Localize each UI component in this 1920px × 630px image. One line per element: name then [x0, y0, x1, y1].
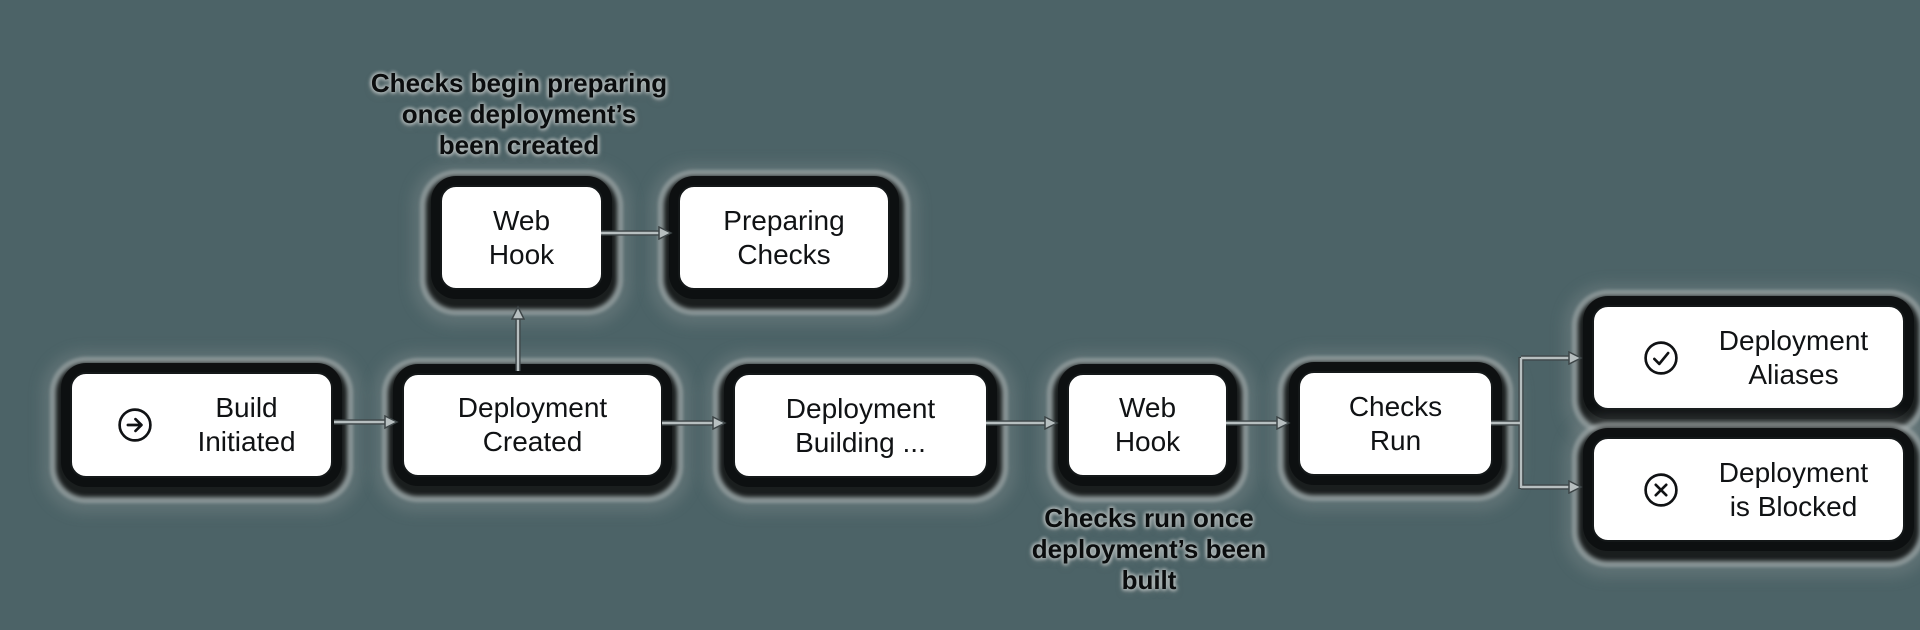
node-label-line: Build [215, 392, 278, 423]
node-label-line: Deployment [457, 392, 608, 423]
node-label: Deployment is Blocked [1702, 456, 1885, 524]
node-checks-run: Checks Run [1298, 371, 1493, 476]
node-label-line: Created [482, 426, 583, 457]
node-label: Deployment Aliases [1702, 324, 1885, 392]
annotation-line: been created [438, 130, 600, 160]
annotation-line: built [1121, 565, 1177, 595]
annotation-checks-run-once: Checks run once deployment’s been built [988, 503, 1310, 596]
annotation-line: Checks run once [1044, 503, 1254, 533]
annotation-checks-begin-preparing: Checks begin preparing once deployment’s… [358, 68, 680, 161]
node-label: Preparing Checks [723, 204, 844, 272]
node-label-line: Checks [737, 238, 831, 270]
node-label-line: is Blocked [1729, 490, 1858, 522]
node-label-line: Building ... [795, 426, 926, 458]
node-web-hook-top: Web Hook [440, 185, 603, 290]
node-label: Build Initiated [176, 391, 317, 459]
node-deployment-created: Deployment Created [402, 373, 663, 477]
node-label-line: Initiated [197, 426, 296, 457]
node-preparing-checks: Preparing Checks [678, 185, 890, 290]
node-build-initiated: Build Initiated [70, 372, 333, 478]
node-label-line: Web [1118, 392, 1177, 423]
node-deployment-aliases: Deployment Aliases [1592, 305, 1905, 410]
node-label-line: Web [492, 204, 551, 236]
node-label: Deployment Building ... [786, 392, 935, 460]
node-label-line: Aliases [1748, 358, 1839, 390]
annotation-line: once deployment’s [401, 99, 637, 129]
node-label-line: Hook [488, 238, 555, 270]
node-label-line: Preparing [723, 204, 845, 236]
arrow-right-circle-icon [116, 406, 154, 444]
annotation-line: Checks begin preparing [370, 68, 668, 98]
node-web-hook-main: Web Hook [1067, 373, 1228, 477]
node-label-line: Deployment [1718, 456, 1869, 488]
node-label: Deployment Created [458, 391, 607, 459]
node-label-line: Deployment [1718, 324, 1869, 356]
node-label-line: Deployment [785, 392, 936, 424]
node-label-line: Checks [1348, 390, 1443, 422]
annotation-line: deployment’s been [1031, 534, 1267, 564]
node-label: Web Hook [1115, 391, 1180, 459]
x-circle-icon [1642, 471, 1680, 509]
node-label: Checks Run [1349, 390, 1442, 458]
node-deployment-building: Deployment Building ... [733, 373, 988, 478]
node-label-line: Run [1369, 424, 1422, 456]
node-deployment-blocked: Deployment is Blocked [1592, 437, 1905, 542]
node-label-line: Hook [1114, 426, 1181, 457]
node-label: Web Hook [489, 204, 554, 272]
check-circle-icon [1642, 339, 1680, 377]
edge-checksrun-branch [1491, 355, 1576, 490]
